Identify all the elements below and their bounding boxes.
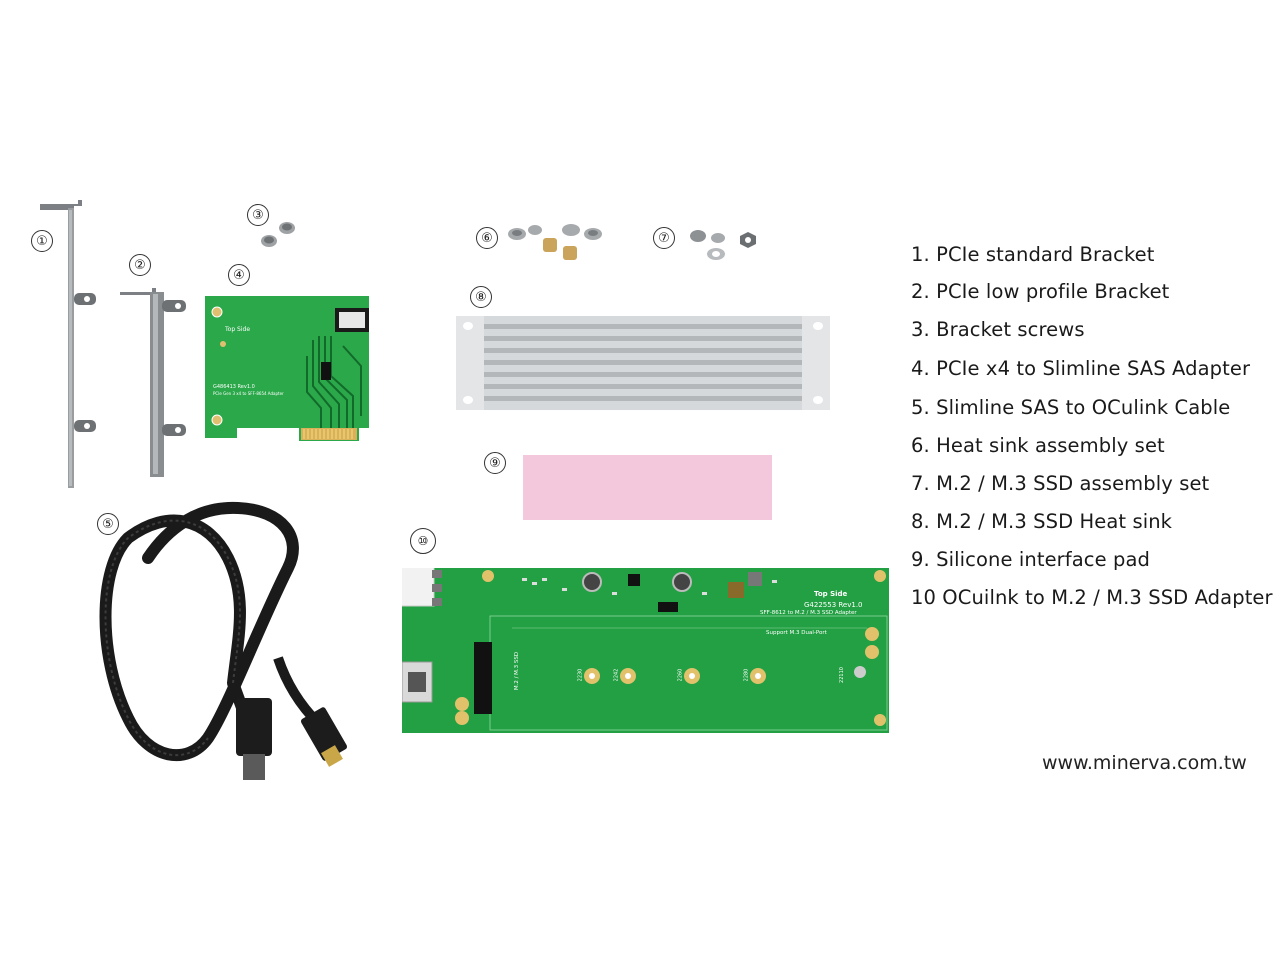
bracket-screws	[261, 222, 295, 247]
large-pcb-model: G422553 Rev1.0	[804, 601, 863, 609]
small-pcb-top-side: Top Side	[225, 326, 251, 333]
large-pcb-top-side: Top Side	[814, 590, 848, 598]
large-pcb-desc: SFF-8612 to M.2 / M.3 SSD Adapter	[760, 610, 857, 616]
legend-item-2: 2. PCIe low profile Bracket	[911, 280, 1170, 303]
pcie-slimline-adapter-board: Top Side G486413 Rev1.0 PCIe Gen 3 x4 to…	[203, 296, 371, 441]
callout-7: ⑦	[653, 227, 675, 249]
callout-6: ⑥	[476, 227, 498, 249]
callout-1: ①	[31, 230, 53, 252]
legend-item-6: 6. Heat sink assembly set	[911, 434, 1165, 457]
legend-item-7: 7. M.2 / M.3 SSD assembly set	[911, 472, 1210, 495]
large-pcb-slot-label: M.2 / M.3 SSD	[514, 651, 521, 691]
legend-item-5: 5. Slimline SAS to OCulink Cable	[911, 396, 1231, 419]
large-pcb-support: Support M.3 Dual-Port	[766, 630, 827, 636]
callout-9: ⑨	[484, 452, 506, 474]
callout-2: ②	[129, 254, 151, 276]
legend-item-10: 10 OCuilnk to M.2 / M.3 SSD Adapter	[911, 586, 1273, 609]
size-2280: 2280	[743, 668, 750, 682]
size-2242: 2242	[613, 668, 620, 682]
pcie-low-profile-bracket	[120, 288, 186, 477]
ssd-assembly-set	[690, 230, 756, 260]
ssd-heat-sink	[456, 316, 830, 410]
size-2230: 2230	[577, 668, 584, 682]
pcie-standard-bracket	[40, 200, 96, 488]
silicone-interface-pad	[523, 455, 772, 520]
size-2260: 2260	[677, 668, 684, 682]
heat-sink-assembly-set	[508, 224, 602, 260]
legend-item-3: 3. Bracket screws	[911, 318, 1085, 341]
size-22110: 22110	[838, 667, 845, 683]
legend-item-9: 9. Silicone interface pad	[911, 548, 1151, 571]
callout-5: ⑤	[97, 513, 119, 535]
callout-3: ③	[247, 204, 269, 226]
slimline-oculink-cable	[99, 501, 348, 780]
small-pcb-model: G486413 Rev1.0	[213, 384, 255, 390]
legend-item-1: 1. PCIe standard Bracket	[911, 243, 1155, 266]
oculink-m2-ssd-adapter-board: Top Side G422553 Rev1.0 SFF-8612 to M.2 …	[402, 568, 889, 733]
website-url: www.minerva.com.tw	[1042, 752, 1247, 774]
callout-10: ⑩	[410, 528, 436, 554]
small-pcb-desc: PCIe Gen 3 x4 to SFF-8654 Adapter	[213, 391, 284, 396]
legend-item-8: 8. M.2 / M.3 SSD Heat sink	[911, 510, 1173, 533]
callout-4: ④	[228, 264, 250, 286]
callout-8: ⑧	[470, 286, 492, 308]
legend-item-4: 4. PCIe x4 to Slimline SAS Adapter	[911, 357, 1251, 380]
